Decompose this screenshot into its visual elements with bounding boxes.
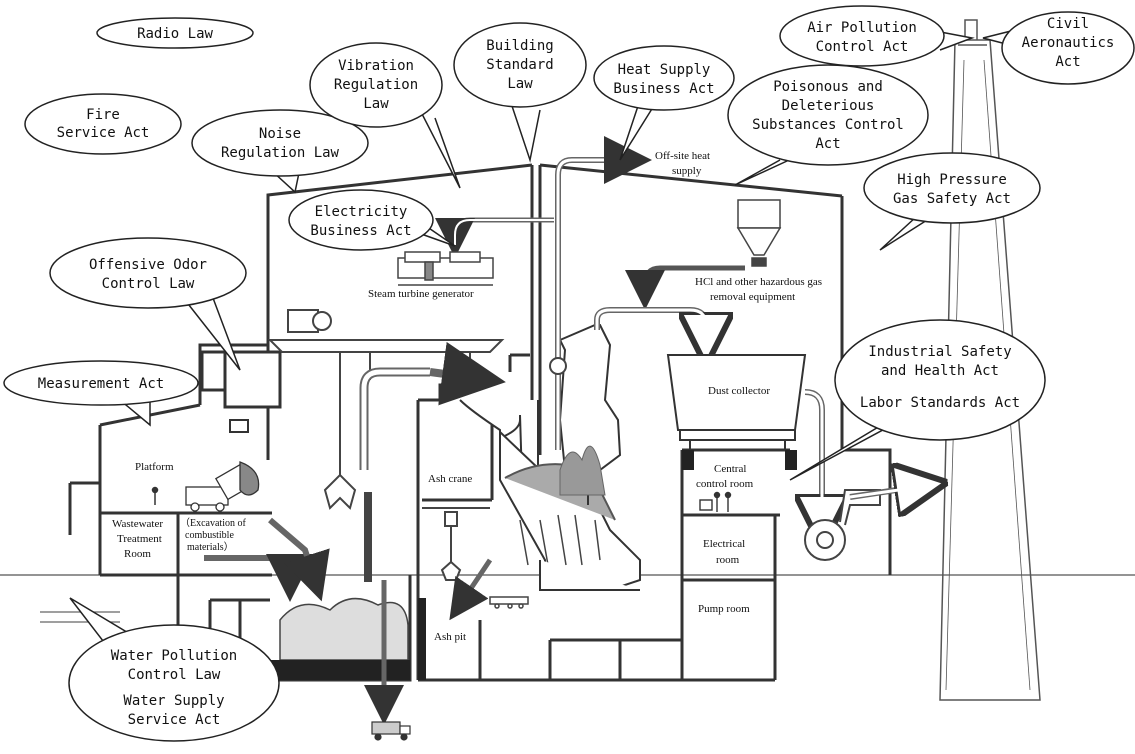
excavation-label-3: materials） bbox=[187, 541, 234, 553]
water-supply-act-label-2: Service Act bbox=[128, 712, 221, 728]
garbage-truck bbox=[186, 462, 259, 511]
building-standard-law-label-1: Building bbox=[486, 38, 553, 54]
civil-aeronautics-act-label-2: Aeronautics bbox=[1022, 35, 1115, 51]
steam-drum bbox=[550, 358, 566, 374]
ash-conveyor bbox=[490, 597, 528, 608]
hcl-equipment-label-1: HCl and other hazardous gas bbox=[695, 276, 822, 288]
ash-pit-black bbox=[418, 598, 426, 680]
wastewater-label-3: Room bbox=[124, 548, 151, 560]
electricity-business-act-label-2: Business Act bbox=[310, 223, 411, 239]
radio-law-label: Radio Law bbox=[137, 26, 213, 42]
measurement-act-label: Measurement Act bbox=[38, 376, 164, 392]
ash-pit-label: Ash pit bbox=[434, 631, 466, 643]
control-room-workers bbox=[700, 493, 731, 513]
induced-draft-fan bbox=[805, 490, 880, 560]
ash-crane-label: Ash crane bbox=[428, 473, 472, 485]
pump-room-label: Pump room bbox=[698, 603, 750, 615]
interior-wall bbox=[510, 355, 530, 372]
heat-supply-business-act-label-2: Business Act bbox=[613, 81, 714, 97]
ash-truck bbox=[372, 722, 410, 740]
basement-outline bbox=[550, 640, 775, 680]
wastewater-label-1: Wastewater bbox=[112, 518, 163, 530]
vibration-regulation-law-label-1: Vibration bbox=[338, 58, 414, 74]
offsite-heat-label-2: supply bbox=[672, 165, 702, 177]
chute bbox=[364, 492, 372, 582]
electrical-room-label-2: room bbox=[716, 554, 740, 566]
high-pressure-gas-act-label-2: Gas Safety Act bbox=[893, 191, 1011, 207]
vibration-regulation-law-label-3: Law bbox=[363, 96, 389, 112]
labor-standards-act-label: Labor Standards Act bbox=[860, 395, 1020, 411]
poisonous-act-label-4: Act bbox=[815, 136, 840, 152]
dust-collector-exhaust bbox=[805, 392, 822, 530]
excavation-label-1: （Excavation of bbox=[180, 517, 246, 529]
water-pollution-act-label-2: Control Law bbox=[128, 667, 221, 683]
electricity-business-act-label-1: Electricity bbox=[315, 204, 408, 220]
dust-collector-label: Dust collector bbox=[708, 385, 770, 397]
ash-arrow bbox=[455, 560, 490, 612]
poisonous-act-label-1: Poisonous and bbox=[773, 79, 883, 95]
dust-collector-unit bbox=[668, 355, 805, 450]
hcl-removal-silo bbox=[738, 200, 780, 266]
refuse-crane bbox=[325, 352, 355, 508]
poisonous-act-label-2: Deleterious bbox=[782, 98, 875, 114]
platform-label: Platform bbox=[135, 461, 174, 473]
offensive-odor-control-law-label-1: Offensive Odor bbox=[89, 257, 207, 273]
electrical-room-label-1: Electrical bbox=[703, 538, 745, 550]
civil-aeronautics-act-label-1: Civil bbox=[1047, 16, 1089, 32]
central-control-room-label-1: Central bbox=[714, 463, 746, 475]
industrial-safety-act-label-2: and Health Act bbox=[881, 363, 999, 379]
excavation-label-2: combustible bbox=[185, 530, 234, 541]
offensive-odor-control-law-label-2: Control Law bbox=[102, 276, 195, 292]
noise-regulation-law-label-2: Regulation Law bbox=[221, 145, 340, 161]
ash-crane bbox=[422, 508, 490, 580]
fire-service-act-label-2: Service Act bbox=[57, 125, 150, 141]
offsite-heat-label-1: Off-site heat bbox=[655, 150, 710, 162]
steam-turbine-generator-machine bbox=[398, 252, 493, 285]
industrial-safety-act-label-1: Industrial Safety bbox=[868, 344, 1011, 360]
civil-aeronautics-act-label-3: Act bbox=[1055, 54, 1080, 70]
flue-duct-to-dust-collector bbox=[597, 310, 706, 348]
central-control-room-label-2: control room bbox=[696, 478, 754, 490]
facility-text-group: Off-site heat supply Steam turbine gener… bbox=[112, 150, 822, 643]
pit-refuse bbox=[280, 599, 408, 660]
heat-supply-business-act-label-1: Heat Supply bbox=[618, 62, 711, 78]
steam-turbine-label: Steam turbine generator bbox=[368, 288, 474, 300]
building-standard-law-label-2: Standard bbox=[486, 57, 553, 73]
air-pollution-control-act-label-1: Air Pollution bbox=[807, 20, 917, 36]
water-pollution-act-label-1: Water Pollution bbox=[111, 648, 237, 664]
excavation-text-group: （Excavation of combustible materials） bbox=[180, 517, 246, 553]
building-standard-law-label-3: Law bbox=[507, 76, 533, 92]
high-pressure-gas-act-label-1: High Pressure bbox=[897, 172, 1007, 188]
worker-figure bbox=[153, 488, 158, 506]
water-supply-act-label-1: Water Supply bbox=[123, 693, 224, 709]
poisonous-act-label-3: Substances Control bbox=[752, 117, 904, 133]
vibration-regulation-law-label-2: Regulation bbox=[334, 77, 418, 93]
noise-regulation-law-label-1: Noise bbox=[259, 126, 301, 142]
air-pollution-control-act-label-2: Control Act bbox=[816, 39, 909, 55]
feed-hopper-pipe bbox=[364, 372, 430, 470]
wastewater-label-2: Treatment bbox=[117, 533, 162, 545]
fire-service-act-label-1: Fire bbox=[86, 107, 120, 123]
hcl-equipment-label-2: removal equipment bbox=[710, 291, 795, 303]
